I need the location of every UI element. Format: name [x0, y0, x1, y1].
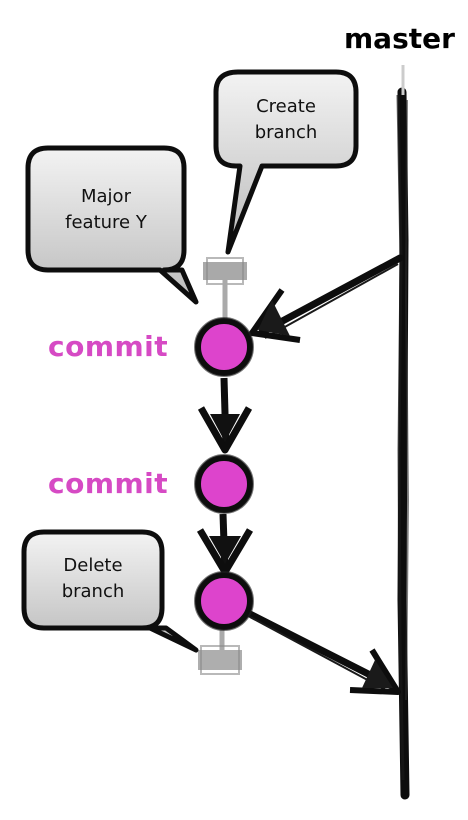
bubble-create-branch: [213, 69, 359, 255]
arrow-commit-2-to-commit-3: [196, 513, 254, 576]
bubble-create-line2: branch: [254, 122, 318, 143]
bubble-delete-line1: Delete: [63, 555, 123, 576]
commit-label-2: commit: [48, 467, 169, 500]
bubble-delete-text: Delete branch: [32, 553, 154, 605]
commit-node-3: [194, 571, 254, 631]
master-branch-label: master: [344, 22, 455, 55]
master-line: [396, 65, 410, 800]
bubble-create-text: Create branch: [226, 94, 346, 146]
bubble-feature-text: Major feature Y: [38, 184, 174, 236]
bubble-feature-line1: Major: [81, 186, 131, 207]
arrow-master-to-commit-1: [249, 254, 404, 343]
commit-node-1: [194, 317, 254, 377]
arrow-commit-1-to-commit-2: [197, 377, 253, 454]
bubble-delete-branch: [21, 529, 199, 653]
commit-node-2: [194, 454, 254, 514]
bubble-major-feature: [25, 145, 199, 305]
bubble-create-line1: Create: [256, 96, 316, 117]
bubble-delete-line2: branch: [61, 581, 125, 602]
arrow-commit-3-to-master: [242, 608, 401, 695]
commit-label-1: commit: [48, 330, 169, 363]
bubble-feature-line2: feature Y: [65, 212, 147, 233]
branch-end-stub: [198, 630, 242, 675]
branch-start-stub: [203, 257, 247, 318]
